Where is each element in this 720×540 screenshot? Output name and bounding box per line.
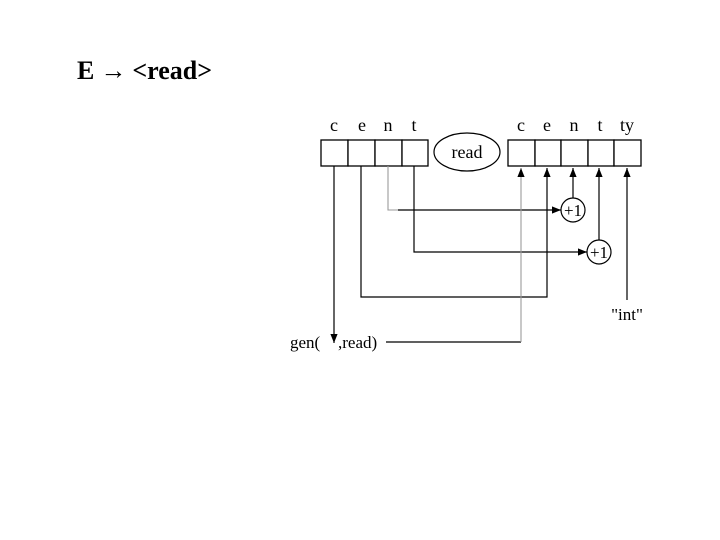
right-field-t-box [587,139,615,167]
right-field-ty-label: ty [620,115,634,135]
right-field-e-box [534,139,562,167]
gen-suffix-label: ,read) [338,333,377,352]
left-field-t-label: t [411,115,416,135]
right-field-ty-box [613,139,642,167]
left-field-c-label: c [330,115,338,135]
gen-prefix-label: gen( [290,333,321,352]
right-field-n-box [560,139,589,167]
left-field-e-box [347,139,376,167]
inc-node-2-label: +1 [590,243,608,262]
left-field-c-box [320,139,349,167]
inc-node-2: +1 [586,239,612,265]
read-node-ellipse [433,132,501,172]
left-field-t-box [401,139,429,167]
read-node-label: read [452,142,483,162]
right-record: c e n t ty [507,115,642,167]
left-field-n-box [374,139,403,167]
left-field-n-label: n [384,115,393,135]
n-drop-wire [387,166,398,211]
title-lhs: E [77,56,95,85]
title-arrow: → [100,56,127,85]
inc-node-1-label: +1 [564,201,582,220]
right-field-c-label: c [517,115,525,135]
t-to-inc2-arrow [413,166,587,256]
right-field-n-label: n [570,115,579,135]
inc-node-1: +1 [560,197,586,223]
right-field-e-label: e [543,115,551,135]
left-field-e-label: e [358,115,366,135]
slide-title: E→<read> [77,56,212,86]
right-field-t-label: t [597,115,602,135]
right-field-c-box [507,139,536,167]
read-node: read [433,132,501,172]
e-to-right-e-arrow [360,166,551,298]
left-record: c e n t [320,115,429,167]
int-constant-label: "int" [611,305,643,324]
title-rhs: <read> [132,56,213,85]
